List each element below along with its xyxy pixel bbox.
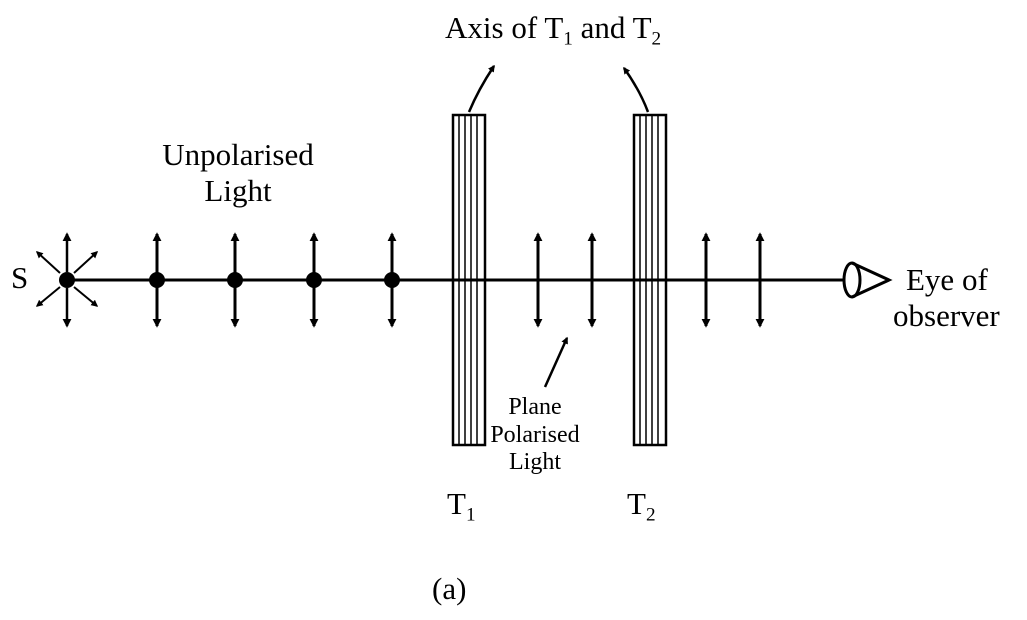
plane-label-line1: Plane [508, 394, 562, 420]
unpolarised-arrow-2 [227, 232, 243, 328]
unpolarised-label-line2: Light [204, 172, 272, 208]
source-star-icon [35, 232, 99, 328]
polariser-t2 [632, 113, 668, 447]
axis-pointer-arrow-1 [467, 64, 496, 113]
figure-caption: (a) [432, 571, 467, 606]
plane-polarised-label: Plane Polarised Light [490, 394, 580, 477]
unpolarised-label-line1: Unpolarised [162, 137, 314, 172]
eye-label-line2: observer [893, 297, 1000, 333]
eye-icon [842, 261, 893, 299]
axis-label: Axis of T1 and T2 [445, 10, 662, 50]
polarised-arrows-after [701, 232, 765, 328]
eye-label: Eye of observer [893, 262, 1000, 333]
unpolarised-arrow-3 [306, 232, 322, 328]
unpolarised-arrow-4 [384, 232, 400, 328]
polariser-t1 [451, 113, 487, 447]
unpolarised-arrows [149, 232, 400, 328]
source-label: S [11, 260, 29, 295]
t1-label: T1 [447, 486, 476, 526]
unpolarised-label: Unpolarised Light [138, 137, 338, 208]
eye-label-line1: Eye of [906, 262, 988, 297]
unpolarised-arrow-1 [149, 232, 165, 328]
t2-label: T2 [627, 486, 656, 526]
plane-label-line3: Light [509, 449, 561, 476]
axis-pointer-arrow-2 [622, 66, 650, 113]
plane-pointer-arrow [543, 336, 569, 388]
polarised-arrows-mid [533, 232, 597, 328]
plane-label-line2: Polarised [490, 421, 580, 448]
